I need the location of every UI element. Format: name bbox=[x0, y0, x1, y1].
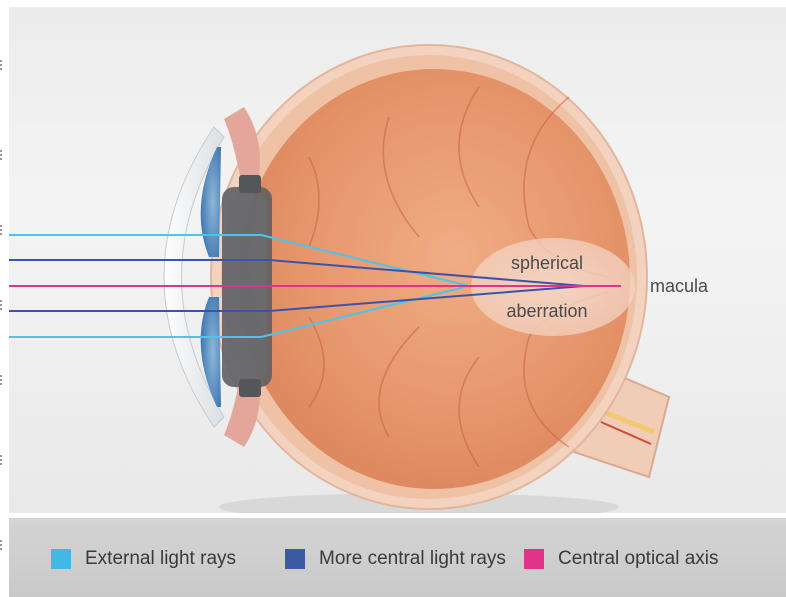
margin-mark bbox=[0, 540, 8, 550]
legend-bar: External light rays More central light r… bbox=[9, 518, 786, 597]
macula-label: macula bbox=[650, 276, 709, 296]
aberration-label: aberration bbox=[506, 301, 587, 321]
spherical-label: spherical bbox=[511, 253, 583, 273]
margin-mark bbox=[0, 60, 8, 70]
legend-item-external-rays: External light rays bbox=[51, 547, 236, 571]
margin-mark bbox=[0, 150, 8, 160]
margin-mark bbox=[0, 225, 8, 235]
ciliary-body-upper bbox=[224, 107, 260, 182]
lens-haptic-upper bbox=[239, 175, 261, 193]
margin-mark bbox=[0, 455, 8, 465]
magenta-square-icon bbox=[524, 549, 544, 569]
legend-label: Central optical axis bbox=[558, 548, 719, 570]
eye-cross-section-svg: spherical aberration macula bbox=[9, 7, 786, 513]
margin-mark bbox=[0, 300, 8, 310]
lens-haptic-lower bbox=[239, 379, 261, 397]
legend-label: More central light rays bbox=[319, 548, 506, 570]
legend-item-optical-axis: Central optical axis bbox=[524, 547, 719, 571]
legend-label: External light rays bbox=[85, 548, 236, 570]
legend-item-central-rays: More central light rays bbox=[285, 547, 506, 571]
eye-cross-section-panel: spherical aberration macula bbox=[9, 7, 786, 513]
margin-mark bbox=[0, 375, 8, 385]
blue-square-icon bbox=[285, 549, 305, 569]
cyan-square-icon bbox=[51, 549, 71, 569]
